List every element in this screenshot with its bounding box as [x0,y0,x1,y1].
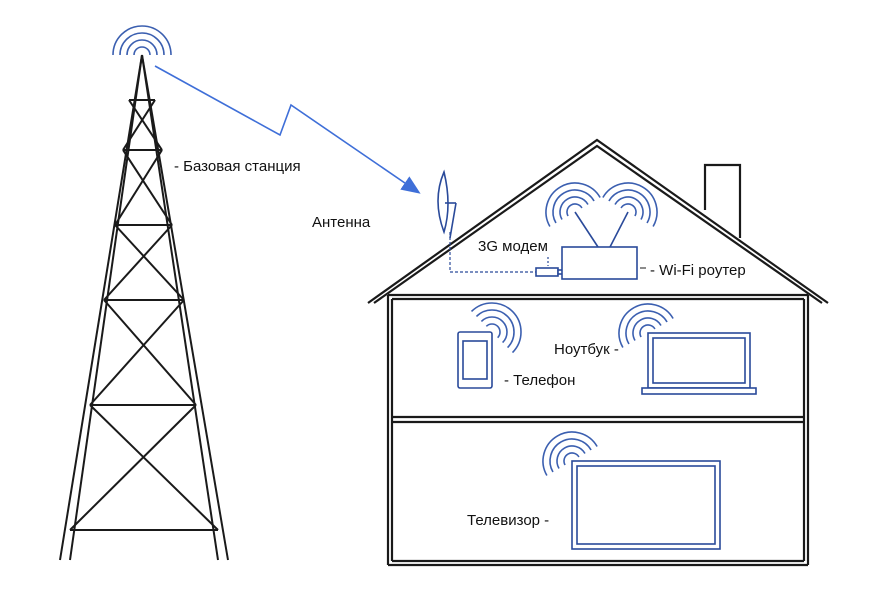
cell-tower-icon [59,54,229,561]
antenna-label: Антенна [312,214,371,231]
base-station-label: - Базовая станция [174,158,301,175]
router-label: - Wi-Fi роутер [650,262,746,279]
wireless-link-arrow-icon [154,65,421,194]
tower-signal-icon [112,25,172,56]
house-icon [367,138,829,567]
smartphone-icon [457,331,493,389]
laptop-icon [641,332,757,395]
tv-label: Телевизор - [467,512,550,529]
router-right-signal-icon [602,171,669,228]
television-icon [571,460,721,550]
router-left-signal-icon [534,171,601,228]
dish-antenna-icon [437,169,457,239]
laptop-label: Ноутбук - [554,341,619,358]
antenna-cable [449,232,536,273]
wifi-router-icon [561,211,638,280]
usb-modem-icon [535,267,564,277]
phone-label: - Телефон [504,372,576,389]
modem-label: 3G модем [478,238,548,255]
